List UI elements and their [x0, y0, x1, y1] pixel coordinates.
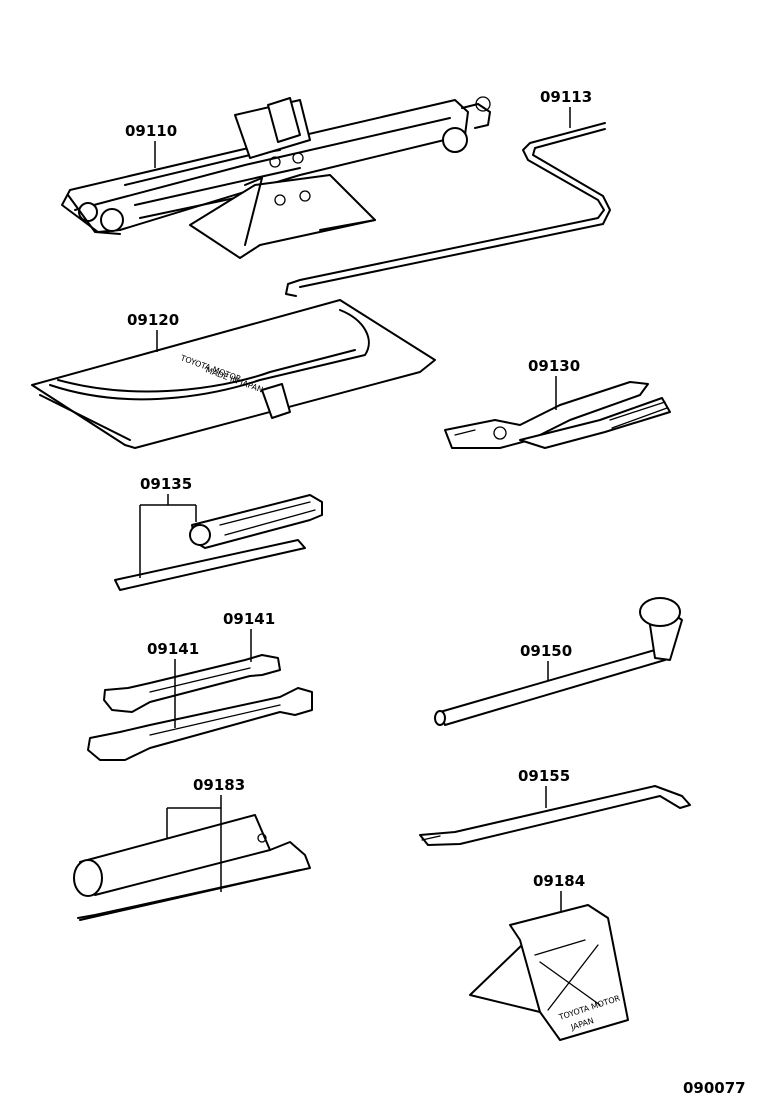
- label-09150: 09150: [520, 642, 572, 660]
- label-09130: 09130: [528, 357, 580, 375]
- label-09183: 09155: [518, 767, 570, 785]
- label-09141-a: 09141: [223, 610, 275, 628]
- wrench-small-drawing: [103, 654, 281, 713]
- pliers-drawing: [444, 381, 671, 449]
- jack-handle-drawing: [285, 122, 611, 297]
- tool-bag-drawing: TOYOTA MOTOR MADE IN JAPAN: [31, 299, 436, 449]
- screwdriver-drawing: [114, 494, 323, 591]
- label-09120: 09120: [127, 311, 179, 329]
- hub-nut-wrench-drawing: [419, 785, 691, 846]
- diagram-number: 090077: [683, 1079, 746, 1097]
- label-09113: 09113: [540, 88, 592, 106]
- label-09184: 09184: [533, 872, 585, 890]
- spark-plug-wrench-drawing: [73, 814, 311, 921]
- label-09141-b: 09141: [147, 640, 199, 658]
- wrench-large-drawing: [87, 687, 313, 761]
- label-09155: 09183: [193, 776, 245, 794]
- label-09135: 09135: [140, 475, 192, 493]
- leader-09155: [166, 795, 222, 892]
- leader-09135: [139, 494, 197, 578]
- wheel-chock-drawing: TOYOTA MOTOR JAPAN: [469, 904, 629, 1041]
- label-09110: 09110: [125, 122, 177, 140]
- wheel-nut-wrench-drawing: [434, 597, 683, 726]
- jack-drawing: [61, 96, 491, 259]
